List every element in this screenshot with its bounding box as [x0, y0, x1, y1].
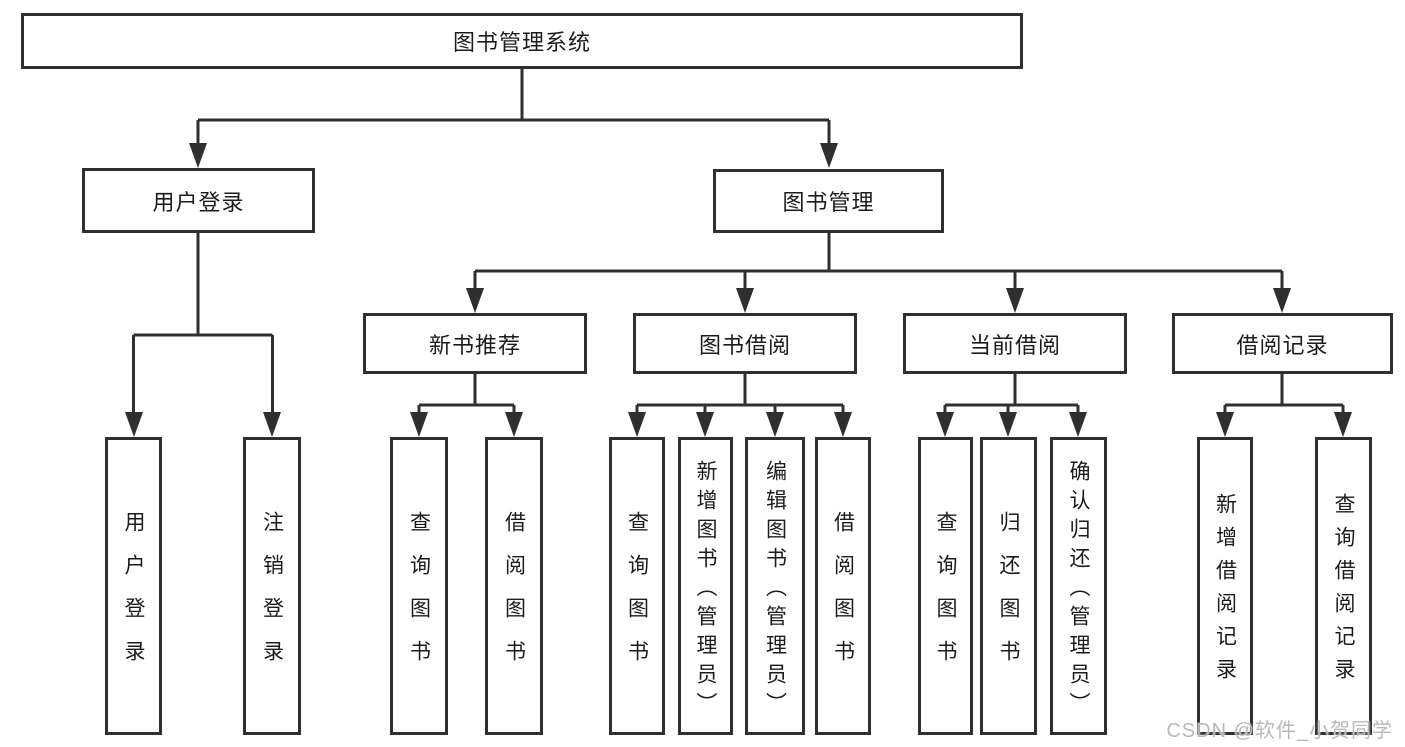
node-label: 借阅记录 [1236, 332, 1329, 358]
leaf-label: 新增借阅记录 [1213, 493, 1237, 691]
arrowhead-icon [189, 143, 207, 168]
node-book-borrow: 图书借阅 [633, 313, 857, 374]
leaf-label: 确认归还（管理员） [1067, 459, 1090, 721]
node-label: 图书管理系统 [452, 30, 591, 55]
connector-paths [132, 69, 1345, 418]
leaf-return-books: 归还图书 [980, 437, 1037, 735]
csdn-watermark: CSDN @软件_小贺同学 [1166, 720, 1393, 742]
leaf-label: 查询图书 [407, 511, 431, 683]
leaf-edit-book-admin: 编辑图书（管理员） [745, 437, 805, 735]
arrowhead-icon [505, 412, 523, 437]
leaf-label: 查询借阅记录 [1332, 493, 1355, 691]
leaf-query-books-recommend: 查询图书 [390, 437, 448, 735]
arrowhead-icon [1069, 412, 1087, 437]
arrowhead-icon [1006, 288, 1024, 313]
leaf-query-books-borrow: 查询图书 [609, 437, 665, 735]
leaf-label: 编辑图书（管理员） [763, 459, 787, 721]
arrowhead-icon [696, 412, 714, 437]
arrowhead-icon [628, 412, 646, 437]
node-book-management: 图书管理 [713, 169, 944, 233]
leaf-add-book-admin: 新增图书（管理员） [678, 437, 733, 735]
node-label: 新书推荐 [428, 332, 521, 358]
leaf-label: 查询图书 [934, 511, 957, 683]
arrowhead-icon [1216, 412, 1234, 437]
leaf-query-books-current: 查询图书 [918, 437, 973, 735]
leaf-logout: 注销登录 [243, 437, 301, 735]
node-library-management-system: 图书管理系统 [21, 13, 1023, 69]
leaf-label: 借阅图书 [831, 511, 855, 683]
leaf-borrow-books-recommend: 借阅图书 [485, 437, 543, 735]
arrowhead-icon [1273, 288, 1291, 313]
arrowhead-icon [125, 412, 143, 437]
leaf-query-borrow-record: 查询借阅记录 [1315, 437, 1372, 735]
leaf-user-login: 用户登录 [105, 437, 162, 735]
arrowhead-icon [1334, 412, 1352, 437]
node-user-login: 用户登录 [82, 168, 315, 233]
node-new-book-recommend: 新书推荐 [363, 313, 587, 374]
leaf-borrow-books: 借阅图书 [815, 437, 871, 735]
node-label: 图书管理 [782, 190, 875, 215]
node-borrow-records: 借阅记录 [1172, 313, 1393, 374]
arrowhead-icon [466, 288, 484, 313]
arrowhead-icon [263, 412, 281, 437]
arrowheads [125, 143, 1352, 437]
arrowhead-icon [766, 412, 784, 437]
leaf-label: 用户登录 [122, 511, 145, 683]
node-current-borrow: 当前借阅 [903, 313, 1127, 374]
arrowhead-icon [410, 412, 428, 437]
leaf-label: 归还图书 [997, 511, 1020, 683]
node-label: 用户登录 [152, 189, 245, 215]
leaf-label: 新增图书（管理员） [694, 459, 717, 721]
node-label: 当前借阅 [968, 332, 1061, 358]
arrowhead-icon [834, 412, 852, 437]
leaf-add-borrow-record: 新增借阅记录 [1197, 437, 1253, 735]
leaf-label: 注销登录 [260, 511, 284, 683]
node-label: 图书借阅 [698, 332, 791, 358]
arrowhead-icon [999, 412, 1017, 437]
leaf-label: 查询图书 [625, 511, 649, 683]
arrowhead-icon [736, 288, 754, 313]
leaf-confirm-return-admin: 确认归还（管理员） [1050, 437, 1107, 735]
arrowhead-icon [820, 143, 838, 168]
leaf-label: 借阅图书 [502, 511, 526, 683]
arrowhead-icon [936, 412, 954, 437]
